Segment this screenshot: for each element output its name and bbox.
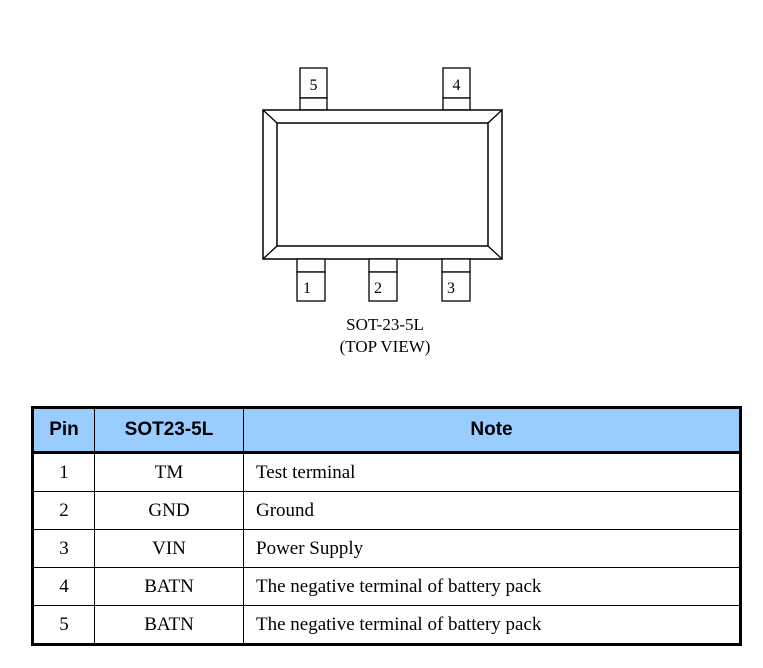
signal-cell: VIN bbox=[94, 529, 244, 568]
table-row: 2 GND Ground bbox=[32, 491, 741, 530]
note-cell: The negative terminal of battery pack bbox=[243, 605, 741, 645]
signal-cell: TM bbox=[94, 452, 244, 492]
pin-number-5: 5 bbox=[310, 77, 318, 94]
table-row: 4 BATN The negative terminal of battery … bbox=[32, 567, 741, 606]
table-row: 5 BATN The negative terminal of battery … bbox=[32, 605, 741, 645]
pin-5-top: 5 bbox=[299, 67, 328, 111]
pin-cell: 3 bbox=[32, 529, 95, 568]
table-row: 3 VIN Power Supply bbox=[32, 529, 741, 568]
header-pin: Pin bbox=[32, 407, 95, 453]
pin-number-1: 1 bbox=[303, 280, 311, 297]
pin-cell: 2 bbox=[32, 491, 95, 530]
signal-cell: GND bbox=[94, 491, 244, 530]
header-note: Note bbox=[243, 407, 741, 453]
pin-4-top: 4 bbox=[442, 67, 471, 111]
sot23-5l-package-diagram: 5 4 1 2 3 bbox=[262, 67, 503, 302]
package-body bbox=[262, 109, 503, 260]
pin-cell: 1 bbox=[32, 452, 95, 492]
table-row: 1 TM Test terminal bbox=[32, 452, 741, 492]
note-cell: Ground bbox=[243, 491, 741, 530]
note-cell: The negative terminal of battery pack bbox=[243, 567, 741, 606]
signal-cell: BATN bbox=[94, 605, 244, 645]
note-cell: Power Supply bbox=[243, 529, 741, 568]
pin-number-3: 3 bbox=[447, 280, 455, 297]
pin-3-bottom: 3 bbox=[441, 258, 471, 302]
pin-number-2: 2 bbox=[374, 280, 382, 297]
pin-cell: 4 bbox=[32, 567, 95, 606]
view-label: (TOP VIEW) bbox=[339, 337, 431, 356]
package-label: SOT-23-5L bbox=[346, 315, 424, 334]
table-header-row: Pin SOT23-5L Note bbox=[32, 407, 741, 453]
signal-cell: BATN bbox=[94, 567, 244, 606]
pin-2-bottom: 2 bbox=[368, 258, 398, 302]
pin-number-4: 4 bbox=[453, 77, 461, 94]
pin-1-bottom: 1 bbox=[296, 258, 326, 302]
pin-cell: 5 bbox=[32, 605, 95, 645]
header-sot23-5l: SOT23-5L bbox=[94, 407, 244, 453]
note-cell: Test terminal bbox=[243, 452, 741, 492]
pin-description-table: Pin SOT23-5L Note 1 TM Test terminal 2 G… bbox=[31, 406, 742, 646]
